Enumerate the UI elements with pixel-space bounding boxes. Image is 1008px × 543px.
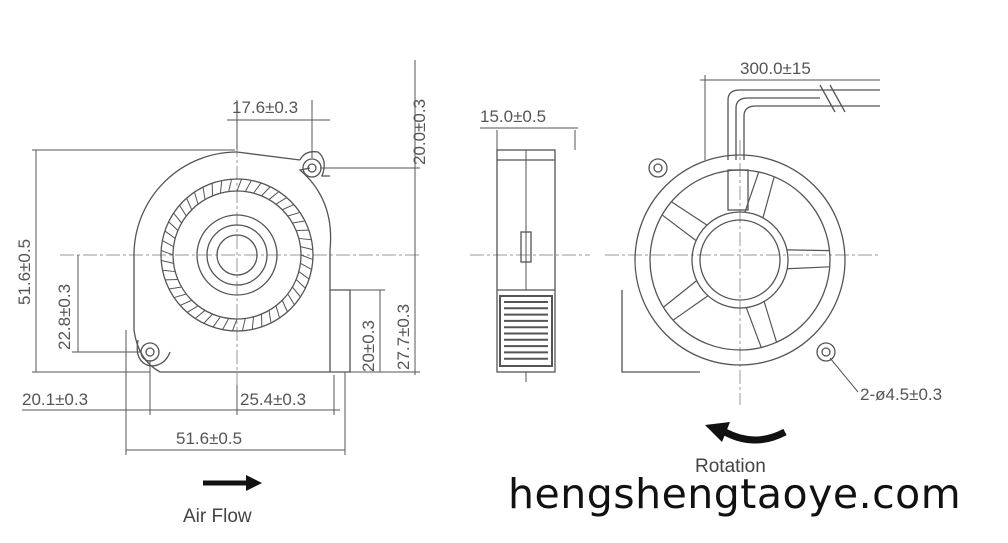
impeller-blade xyxy=(236,178,243,192)
impeller-blade xyxy=(268,191,280,200)
dim-front-total-height: 51.6±0.5 xyxy=(15,239,34,305)
dim-front-right-height: 20.0±0.3 xyxy=(410,99,429,165)
impeller-blade xyxy=(298,271,310,280)
impeller-blade xyxy=(231,318,238,332)
impeller-blade xyxy=(179,204,187,217)
impeller-blade xyxy=(168,221,179,231)
impeller-blade xyxy=(168,286,182,290)
impeller-blade xyxy=(251,316,255,330)
impeller-blade xyxy=(186,305,199,313)
side-view xyxy=(470,127,590,382)
impeller-blade xyxy=(219,180,223,194)
impeller-blade xyxy=(268,310,272,324)
arrow-right-icon xyxy=(203,475,262,491)
impeller-blade xyxy=(300,254,314,261)
impeller-blade xyxy=(261,186,271,197)
dim-side-thickness: 15.0±0.5 xyxy=(480,107,546,126)
frame-spoke xyxy=(745,307,762,348)
dim-front-left-offset: 20.1±0.3 xyxy=(22,390,88,409)
impeller-blade xyxy=(300,262,312,270)
frame-spoke xyxy=(663,280,698,308)
impeller-blade xyxy=(241,318,246,331)
impeller-blade xyxy=(186,197,193,210)
impeller-blade xyxy=(292,220,306,224)
impeller-blade xyxy=(275,305,281,319)
frame-spoke xyxy=(786,249,830,252)
impeller-blade xyxy=(162,269,176,273)
impeller-blade xyxy=(253,182,262,194)
impeller-blade xyxy=(298,237,312,241)
dim-front-outlet-height: 20±0.3 xyxy=(359,320,378,372)
frame-spoke xyxy=(787,266,830,270)
impeller-blade xyxy=(212,316,221,328)
impeller-blade xyxy=(161,259,174,264)
impeller-blade xyxy=(222,318,230,330)
frame-spoke xyxy=(763,301,778,343)
rotation-label: Rotation xyxy=(695,456,766,477)
impeller-blade xyxy=(281,300,288,313)
watermark-text: hengshengtaoye.com xyxy=(508,470,962,518)
impeller-blade xyxy=(282,204,295,211)
impeller-blade xyxy=(202,186,206,200)
impeller-blade xyxy=(203,313,213,324)
dim-cable-length: 300.0±15 xyxy=(740,59,811,78)
dim-front-bottom-offset: 25.4±0.3 xyxy=(240,390,306,409)
impeller-blade xyxy=(300,246,313,251)
impeller-blade xyxy=(228,179,233,192)
impeller-blade xyxy=(162,240,174,248)
dim-front-outlet-top: 27.7±0.3 xyxy=(394,304,413,370)
frame-spoke xyxy=(671,201,708,226)
impeller-blade xyxy=(164,230,176,239)
impeller-blade xyxy=(173,293,187,299)
dim-front-center-height: 22.8±0.3 xyxy=(55,284,74,350)
impeller-blade xyxy=(275,197,288,205)
impeller-blade xyxy=(287,211,301,217)
dim-front-total-width: 51.6±0.5 xyxy=(176,429,242,448)
impeller-blade xyxy=(194,310,206,319)
frame-spoke xyxy=(762,176,775,218)
dim-front-top-width: 17.6±0.3 xyxy=(232,98,298,117)
impeller-blade xyxy=(287,293,295,306)
impeller-blade xyxy=(193,191,199,205)
impeller-blade xyxy=(173,212,182,224)
impeller-blade xyxy=(244,180,252,192)
rear-view xyxy=(605,75,880,405)
dim-mount-holes: 2-ø4.5±0.3 xyxy=(860,385,942,404)
frame-spoke xyxy=(672,295,709,321)
impeller-blade xyxy=(179,299,192,306)
frame-spoke xyxy=(744,171,760,213)
impeller-blade xyxy=(292,286,301,298)
air-flow-label: Air Flow xyxy=(183,506,252,527)
curved-arrow-left-icon xyxy=(705,422,787,444)
frame-spoke xyxy=(661,214,697,242)
impeller-blade xyxy=(295,279,306,289)
front-view xyxy=(60,120,420,385)
impeller-blade xyxy=(160,249,174,256)
